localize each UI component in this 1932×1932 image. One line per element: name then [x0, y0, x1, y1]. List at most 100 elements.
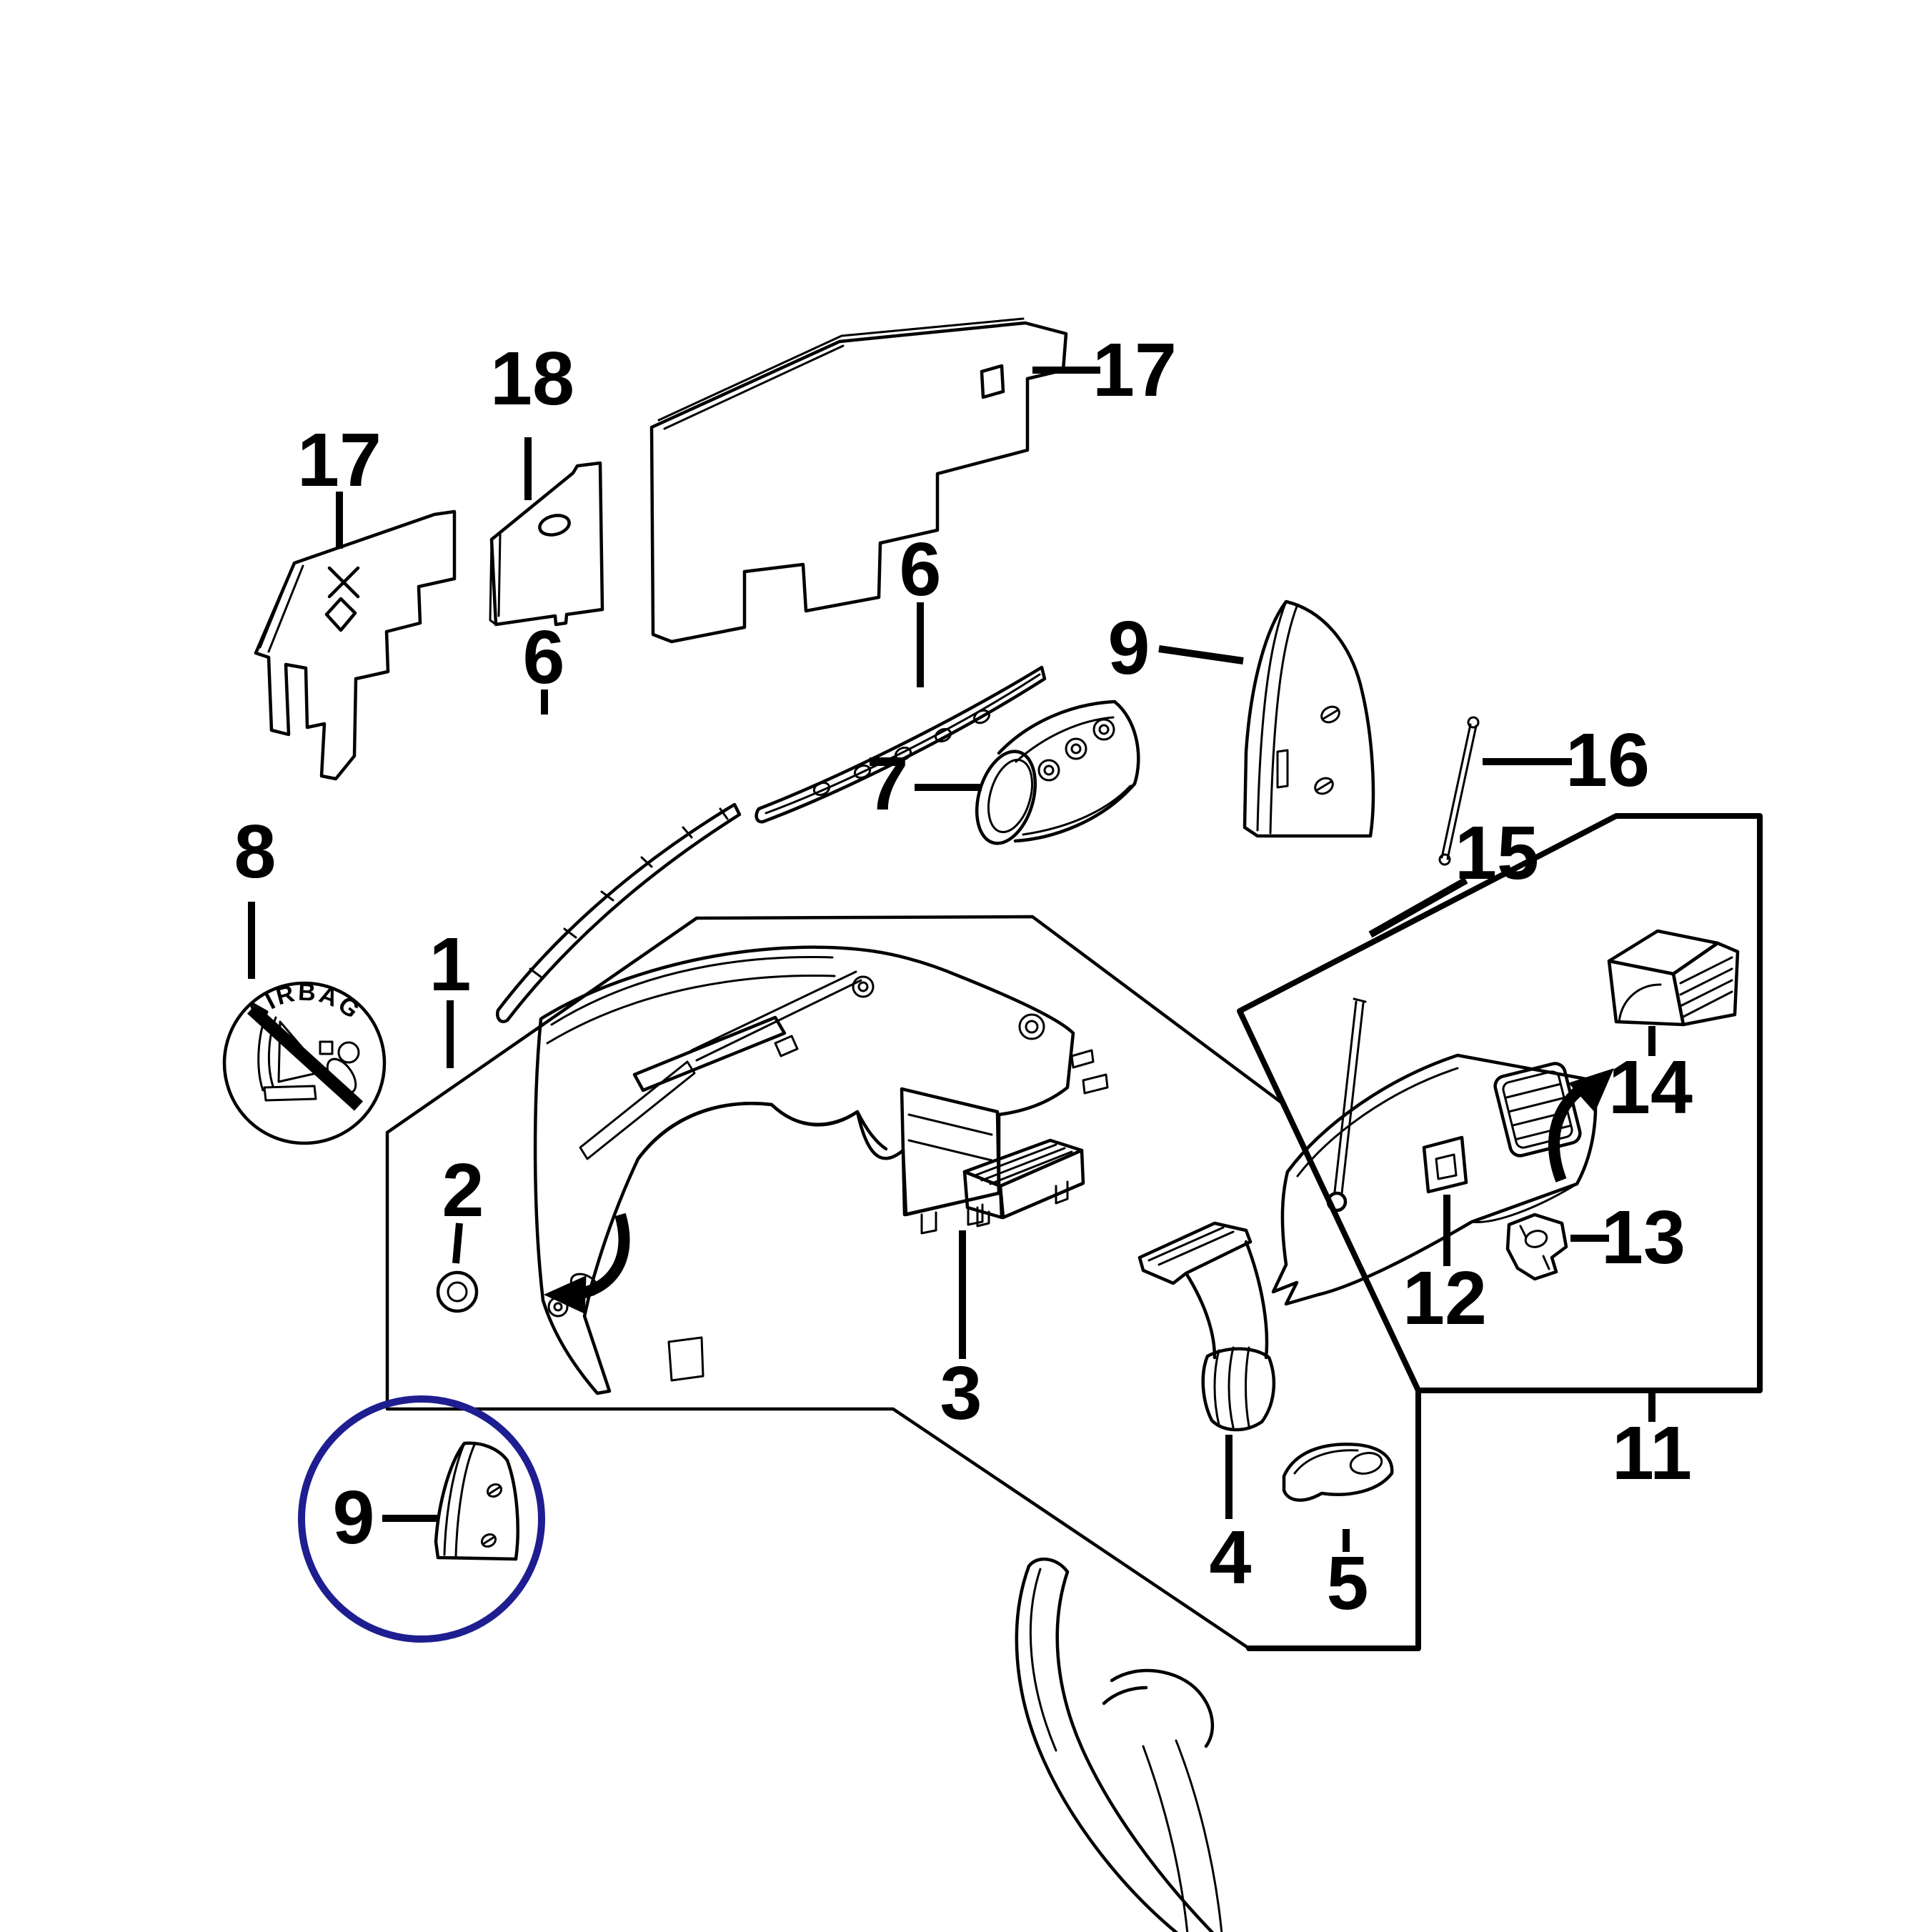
callout-2-grommet-leader [452, 1223, 463, 1264]
stud [1092, 718, 1115, 741]
gauge-ring [1018, 1013, 1045, 1040]
mounting-hole [980, 364, 1005, 399]
mount-screw [553, 1302, 563, 1312]
dash-right-clips [1070, 1049, 1109, 1095]
rod-16-tip [1438, 853, 1451, 866]
boundary-1-top [694, 915, 1285, 1106]
slider4-knob-stripes [1213, 1346, 1250, 1429]
rod-15-ball-end [1326, 1191, 1348, 1213]
highlight-group [298, 1395, 545, 1643]
airbag-warning-sticker-8: AIRBAG [222, 979, 387, 1145]
trim-leg [1142, 1739, 1223, 1932]
callout-13-clip: 13 [1601, 1195, 1685, 1280]
rail-hole [973, 709, 990, 724]
buckle [319, 1040, 334, 1055]
panel-18-edge-line [489, 533, 502, 626]
bottom-tab [667, 1336, 704, 1382]
callout-3-center-vent: 3 [940, 1351, 982, 1435]
side-vent-14 [1607, 929, 1740, 1027]
boundary-11-pentagon [1237, 813, 1763, 1393]
install-direction-arrow [543, 1213, 630, 1314]
dash-top-band [546, 955, 836, 1045]
end-cap-9-circled [434, 1441, 519, 1561]
trim-band-outer [1015, 1564, 1179, 1932]
callout-9-upper-end-cap: 9 [1108, 606, 1150, 690]
rail-6l-edges [496, 802, 742, 1023]
vent3-side [998, 1148, 1085, 1220]
defroster-slot [690, 970, 862, 1062]
callout-15-rod-leader [1368, 877, 1468, 938]
rail-6l-ticks [529, 807, 729, 979]
grommet-2 [436, 1270, 479, 1313]
rod-15-top-cap [1353, 997, 1367, 1003]
screw-slot [487, 1485, 502, 1495]
panel-17-left-edge-line [259, 562, 304, 653]
rail-6u-center-line [765, 673, 1041, 815]
panel-18-outline [489, 461, 604, 627]
stud [1043, 765, 1055, 776]
trim-band-line [1029, 1568, 1057, 1752]
oval-hole [538, 514, 571, 537]
callout-12-glovebox-door: 12 [1403, 1256, 1487, 1340]
heater-block-outline [900, 1087, 1001, 1217]
clip13-outline [1505, 1213, 1568, 1281]
diamond-hole [324, 597, 357, 632]
center-vent-3 [962, 1138, 1085, 1228]
door12-outline [1271, 1053, 1598, 1306]
slider4-panel-lines [1147, 1226, 1235, 1266]
boundary-11-tail [1246, 1388, 1421, 1651]
callout-8-airbag-sticker: 8 [234, 810, 277, 894]
child-head [337, 1041, 360, 1064]
insulator-panel-17-left [254, 509, 457, 781]
callout-15-rod: 15 [1455, 811, 1539, 895]
clip13-notch [1519, 1225, 1550, 1270]
x-mark [327, 566, 360, 599]
rail-6u-top-edge [755, 665, 1047, 824]
trim-band-cap [1027, 1557, 1070, 1574]
panel-17-top-edge-line [657, 317, 1025, 430]
callout-9-upper-end-cap-leader [1158, 645, 1244, 664]
rod-16 [1438, 716, 1480, 866]
rail-hole [894, 746, 912, 762]
callout-16-rod: 16 [1565, 718, 1650, 802]
stud [1065, 737, 1087, 760]
highlight-circle [298, 1395, 545, 1643]
callout-11-boundary: 11 [1612, 1411, 1692, 1495]
no-symbol-slash [247, 1004, 364, 1111]
clip-13 [1505, 1213, 1568, 1281]
callout-17-left-panel: 17 [297, 418, 382, 502]
rail-hole [812, 782, 831, 796]
rail-hole [853, 765, 872, 779]
callout-9-circled-end-cap: 9 [333, 1475, 375, 1560]
trim-curl [1102, 1668, 1215, 1748]
cap9c-outline [434, 1441, 519, 1561]
heater-block-slots [907, 1113, 993, 1162]
square-hole [774, 1035, 799, 1057]
rail-hole [935, 727, 952, 743]
callout-6-upper-rail: 6 [900, 527, 942, 612]
defroster-rail-6-upper [755, 665, 1047, 824]
callout-18-panel: 18 [490, 337, 574, 421]
cap9u-outline [1243, 599, 1375, 838]
part-11-boundary-outline [1237, 813, 1763, 1651]
vent-slot-b [579, 1060, 696, 1160]
clip13-inner [1524, 1230, 1548, 1248]
insert-direction-arrow-14 [1548, 1068, 1614, 1182]
rod-15-body [1333, 1000, 1365, 1195]
dash-outline [533, 945, 1075, 1395]
dash-screw [857, 981, 869, 992]
screw-slot [1322, 709, 1339, 720]
door12-top-line [1296, 1067, 1578, 1223]
seat-base [263, 1085, 317, 1102]
lower-trim-cutoff [1015, 1557, 1223, 1932]
cap9u-edge-lines [1256, 600, 1299, 835]
end-cap-9-upper [1243, 599, 1375, 838]
arrow14-head [1568, 1068, 1614, 1112]
vent3-feet [976, 1180, 1069, 1228]
callout-1-dashboard: 1 [429, 922, 472, 1007]
passenger-airbag-module-7 [975, 699, 1140, 845]
vent14-front-face [1607, 959, 1685, 1027]
dash-screw [852, 975, 875, 998]
